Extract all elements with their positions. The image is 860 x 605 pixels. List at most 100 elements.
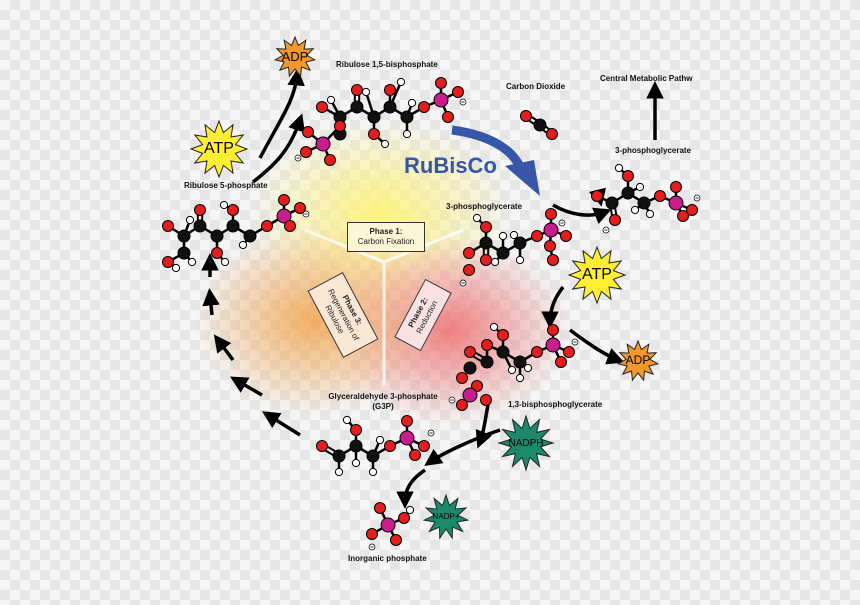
oxygen-atom [560, 230, 572, 242]
hydrogen-atom [351, 458, 361, 468]
oxygen-atom [545, 208, 557, 220]
atp-left-text: ATP [204, 140, 234, 157]
hydrogen-atom [630, 205, 640, 215]
phosphorus-atom [668, 195, 684, 211]
oxygen-atom [654, 190, 666, 202]
carbon-atom [496, 345, 510, 359]
carbon-atom [480, 355, 494, 369]
hydrogen-atom [334, 467, 344, 477]
carbon-atom [479, 236, 493, 250]
carbon-atom [513, 355, 527, 369]
hydrogen-atom [342, 415, 352, 425]
oxygen-atom [261, 220, 273, 232]
atp-left-star [189, 119, 249, 179]
carbon-atom [243, 229, 257, 243]
oxygen-atom [384, 440, 396, 452]
hydrogen-atom [361, 87, 371, 97]
central-pathway-label: Central Metabolic Pathw [600, 74, 693, 83]
oxygen-atom [531, 230, 543, 242]
oxygen-atom [591, 190, 603, 202]
carbon-atom [210, 229, 224, 243]
oxygen-atom [563, 346, 575, 358]
oxygen-atom [302, 126, 314, 138]
ru5p-molecule [162, 194, 310, 273]
oxygen-atom [194, 204, 206, 216]
cycle-arrows [201, 68, 664, 509]
co2-molecule [520, 110, 558, 140]
nadp-text: NADP+ [432, 512, 460, 521]
carbon-atom [226, 219, 240, 233]
phase-1-title: Phase 1: [369, 227, 403, 236]
hydrogen-atom [171, 263, 181, 273]
oxygen-atom [456, 372, 468, 384]
pga-center-label: 3-phosphoglycerate [446, 202, 523, 211]
oxygen-atom [374, 502, 386, 514]
hydrogen-atom [187, 257, 197, 267]
oxygen-atom [480, 221, 492, 233]
atp-right-star [567, 245, 627, 305]
adp-right-star [616, 339, 660, 382]
oxygen-atom [622, 170, 634, 182]
oxygen-atom [547, 254, 559, 266]
oxygen-atom [227, 204, 239, 216]
carbon-atom [193, 219, 207, 233]
adp-right-text: ADP [625, 353, 651, 367]
carbon-atom [496, 246, 510, 260]
oxygen-atom [350, 424, 362, 436]
hydrogen-atom [185, 215, 195, 225]
hydrogen-atom [645, 209, 655, 219]
phase-1-box: Phase 1: Carbon Fixation [347, 222, 425, 252]
carbon-atom [533, 118, 547, 132]
oxygen-atom [324, 154, 336, 166]
carbon-atom [349, 439, 363, 453]
nadph-star [497, 414, 555, 472]
atp-right-text: ATP [582, 266, 612, 283]
hydrogen-atom [238, 240, 248, 250]
oxygen-atom [316, 101, 328, 113]
oxygen-atom [316, 440, 328, 452]
carbon-atom [383, 100, 397, 114]
oxygen-atom [456, 399, 468, 411]
carbon-atom [366, 449, 380, 463]
nadp-star [422, 493, 470, 540]
oxygen-atom [162, 220, 174, 232]
phosphorus-atom [399, 430, 415, 446]
pi-label: Inorganic phosphate [348, 554, 427, 563]
oxygen-atom [686, 204, 698, 216]
g3p-molecule [316, 415, 435, 477]
hydrogen-atom [489, 322, 499, 332]
hydrogen-atom [515, 373, 525, 383]
carbon-atom [350, 100, 364, 114]
oxygen-atom [480, 254, 492, 266]
phosphorus-atom [380, 517, 396, 533]
oxygen-atom [677, 210, 689, 222]
oxygen-atom [531, 346, 543, 358]
carbon-atom [177, 246, 191, 260]
oxygen-atom [409, 449, 421, 461]
g3p-abbr: (G3P) [372, 402, 394, 411]
phase-1-subtitle: Carbon Fixation [357, 237, 415, 246]
rubp-molecule [294, 77, 467, 166]
carbon-atom [621, 186, 635, 200]
oxygen-atom [368, 128, 380, 140]
nadph-text: NADPH [508, 438, 544, 449]
oxygen-atom [464, 346, 476, 358]
oxygen-atom [390, 534, 402, 546]
phosphorus-atom [433, 92, 449, 108]
g3p-name: Glyceraldehyde 3-phosphate [328, 392, 438, 401]
oxygen-atom [284, 220, 296, 232]
hydrogen-atom [490, 257, 500, 267]
oxygen-atom [435, 77, 447, 89]
hydrogen-atom [472, 213, 482, 223]
phosphorus-atom [545, 337, 561, 353]
phase-glow [195, 120, 570, 425]
hydrogen-atom [507, 365, 517, 375]
oxygen-atom [555, 356, 567, 368]
oxygen-atom [278, 194, 290, 206]
oxygen-atom [398, 512, 410, 524]
rubisco-enzyme-label: RuBisCo [404, 153, 497, 178]
hydrogen-atom [396, 77, 406, 87]
hydrogen-atom [515, 255, 525, 265]
